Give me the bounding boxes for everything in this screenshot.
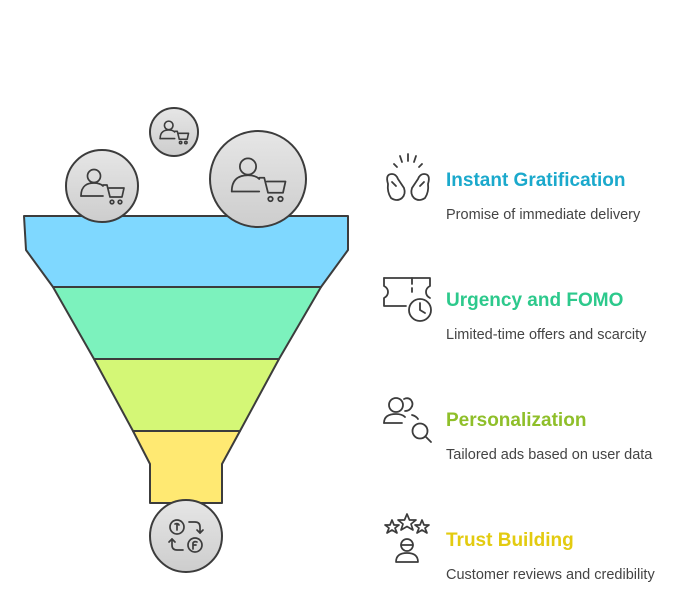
output-bubble <box>149 499 223 573</box>
stars-person-icon <box>384 513 430 563</box>
legend-item-instant-gratification: Instant Gratification Promise of immedia… <box>380 160 690 240</box>
funnel-band-2 <box>52 286 322 360</box>
legend-title: Personalization <box>446 410 587 431</box>
funnel-band-bottom <box>132 430 241 504</box>
customer-bubble-large <box>209 130 307 228</box>
users-search-icon <box>383 397 432 443</box>
customer-bubble-left <box>65 149 139 223</box>
customer-cart-icon <box>230 157 287 203</box>
legend-item-trust-building: Trust Building Customer reviews and cred… <box>380 520 690 600</box>
currency-exchange-icon <box>168 519 204 553</box>
customer-cart-icon <box>80 168 125 205</box>
hands-celebration-icon <box>386 153 430 201</box>
funnel-band-3 <box>93 358 280 432</box>
legend-title: Urgency and FOMO <box>446 290 624 311</box>
customer-cart-icon <box>159 120 190 145</box>
ticket-clock-icon <box>383 277 432 322</box>
legend-description: Customer reviews and credibility <box>446 567 655 583</box>
legend-description: Promise of immediate delivery <box>446 207 641 223</box>
legend-item-personalization: Personalization Tailored ads based on us… <box>380 400 690 480</box>
legend-description: Tailored ads based on user data <box>446 447 653 463</box>
legend-title: Trust Building <box>446 530 574 551</box>
funnel-band-top <box>23 215 349 288</box>
legend-description: Limited-time offers and scarcity <box>446 327 647 343</box>
legend-title: Instant Gratification <box>446 170 626 191</box>
funnel <box>23 215 349 504</box>
legend-item-urgency-fomo: Urgency and FOMO Limited-time offers and… <box>380 280 690 360</box>
customer-bubble-small <box>149 107 199 157</box>
funnel-diagram <box>23 107 432 573</box>
